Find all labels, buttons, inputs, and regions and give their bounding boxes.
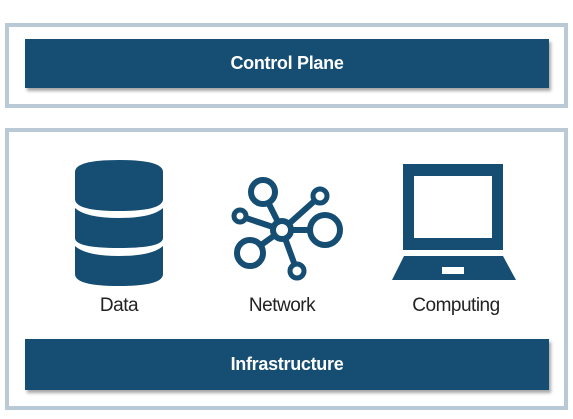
infrastructure-frame: Data Network Computing Infrastructure (5, 128, 568, 410)
data-label: Data (99, 295, 139, 316)
laptop-icon (392, 164, 516, 280)
database-icon (75, 160, 163, 286)
network-icon (231, 177, 343, 281)
infrastructure-label: Infrastructure (230, 354, 344, 374)
control-plane-label: Control Plane (230, 53, 344, 73)
computing-label: Computing (412, 295, 500, 316)
control-plane-bar: Control Plane (25, 39, 549, 88)
control-plane-frame: Control Plane (5, 23, 568, 108)
network-label: Network (248, 295, 316, 316)
infrastructure-bar: Infrastructure (25, 339, 549, 390)
